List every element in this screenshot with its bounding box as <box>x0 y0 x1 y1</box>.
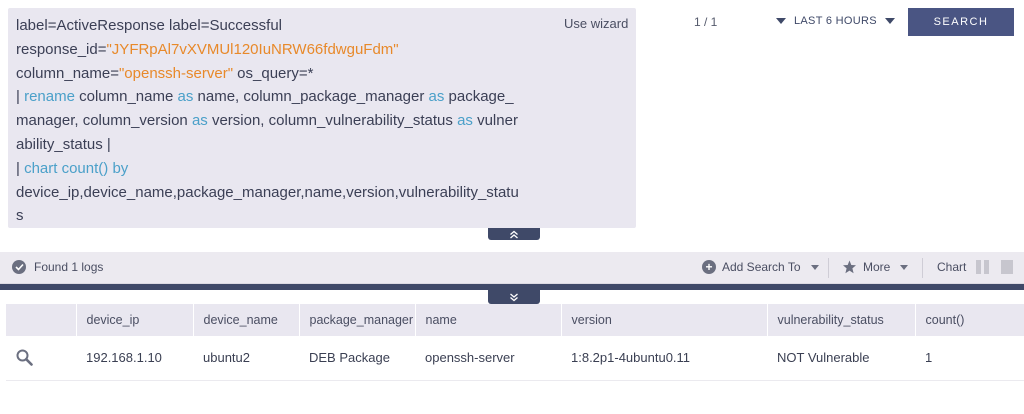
time-range-label: LAST 6 HOURS <box>794 15 877 27</box>
column-header-package-manager[interactable]: package_manager <box>299 304 416 336</box>
toolbar-divider <box>922 258 923 278</box>
cell-name: openssh-server <box>415 336 561 381</box>
query-by-keyword: by <box>108 159 129 177</box>
query-line-1: label=ActiveResponse label=Successful <box>16 17 282 34</box>
query-os-query: os_query=* <box>233 64 314 82</box>
chevron-double-down-icon <box>510 293 518 301</box>
results-table: device_ip device_name package_manager na… <box>6 304 1024 381</box>
cell-device-ip: 192.168.1.10 <box>76 336 193 381</box>
query-rename-part: package_manager, column_version <box>16 88 514 130</box>
caret-down-icon <box>776 18 786 24</box>
query-column-key: column_name= <box>16 64 119 82</box>
query-rename-part: name, column_package_manager <box>193 88 429 106</box>
use-wizard-link[interactable]: Use wizard <box>564 16 629 31</box>
more-label: More <box>863 260 891 274</box>
query-as-keyword: as <box>177 88 194 106</box>
magnifier-icon[interactable] <box>16 349 33 367</box>
column-header-device-ip[interactable]: device_ip <box>76 304 194 336</box>
chart-label: Chart <box>937 260 967 274</box>
caret-down-icon <box>810 264 819 270</box>
query-rename-part: column_name <box>74 88 178 106</box>
query-text[interactable]: label=ActiveResponse label=Successful re… <box>16 14 526 228</box>
chevron-double-up-icon <box>510 230 518 238</box>
add-search-to-label: Add Search To <box>722 260 801 274</box>
more-button[interactable]: More <box>842 260 909 274</box>
column-header-vulnerability-status[interactable]: vulnerability_status <box>767 304 916 336</box>
caret-down-icon <box>900 264 909 270</box>
query-rename-part: vulnerability_status | <box>16 112 518 153</box>
results-toolbar: Found 1 logs + Add Search To More Chart <box>0 252 1024 284</box>
query-as-keyword: as <box>457 112 473 130</box>
chart-bars-icon <box>976 260 990 274</box>
cell-version: 1:8.2p1-4ubuntu0.11 <box>561 336 767 381</box>
column-header-name[interactable]: name <box>415 304 562 336</box>
column-header <box>6 304 77 336</box>
row-inspect-cell[interactable] <box>6 336 76 381</box>
query-pipe: | <box>16 88 25 106</box>
page-count: 1 / 1 <box>694 15 718 29</box>
query-pipe: | <box>16 159 25 177</box>
chart-button[interactable]: Chart <box>937 260 1014 274</box>
query-as-keyword: as <box>428 88 445 106</box>
query-rename-keyword: rename <box>24 88 75 106</box>
cell-count: 1 <box>915 336 1024 381</box>
query-response-key: response_id= <box>16 40 107 58</box>
search-button[interactable]: SEARCH <box>908 8 1014 36</box>
table-row[interactable]: 192.168.1.10 ubuntu2 DEB Package openssh… <box>6 336 1024 381</box>
caret-down-icon <box>884 18 895 24</box>
table-header-row: device_ip device_name package_manager na… <box>6 304 1024 336</box>
panel-divider <box>0 284 1024 290</box>
expand-results-button[interactable] <box>488 290 540 304</box>
star-icon <box>843 260 856 274</box>
plus-circle-icon: + <box>702 260 716 274</box>
toolbar-divider <box>828 258 829 278</box>
column-header-device-name[interactable]: device_name <box>193 304 300 336</box>
column-header-version[interactable]: version <box>561 304 768 336</box>
add-search-to-button[interactable]: + Add Search To <box>702 260 819 274</box>
chart-view-toggle[interactable] <box>1001 260 1014 274</box>
time-range-dropdown[interactable]: LAST 6 HOURS <box>776 15 895 27</box>
column-header-count[interactable]: count() <box>915 304 1024 336</box>
query-as-keyword: as <box>191 112 208 130</box>
query-rename-part: version, column_vulnerability_status <box>207 112 458 130</box>
query-response-value: "JYFRpAl7vXVMUl120IuNRW66fdwguFdm" <box>106 40 399 58</box>
check-circle-icon <box>12 260 26 274</box>
query-column-value: "openssh-server" <box>118 64 234 82</box>
query-chart-keyword: chart count() <box>24 159 109 177</box>
cell-vulnerability-status: NOT Vulnerable <box>767 336 915 381</box>
found-logs: Found 1 logs <box>12 260 103 274</box>
query-chart-fields: device_ip,device_name,package_manager,na… <box>16 183 519 225</box>
found-logs-label: Found 1 logs <box>34 260 104 274</box>
query-editor[interactable]: label=ActiveResponse label=Successful re… <box>8 8 636 228</box>
collapse-query-button[interactable] <box>488 228 540 240</box>
cell-package-manager: DEB Package <box>299 336 415 381</box>
cell-device-name: ubuntu2 <box>193 336 299 381</box>
